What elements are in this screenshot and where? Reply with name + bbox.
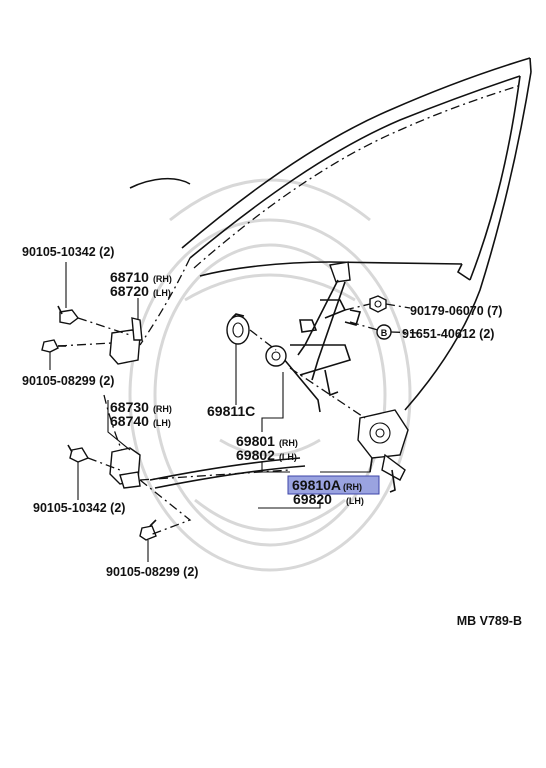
label-90179-06070: 90179-06070 (7) <box>410 304 502 318</box>
diagram-code: MB V789-B <box>457 614 522 628</box>
watermark-emblem <box>128 178 412 572</box>
label-69802: 69802(LH) <box>236 447 297 463</box>
window-regulator <box>265 261 362 413</box>
label-69801: 69801(RH) <box>236 433 298 449</box>
label-90105-08299-upper: 90105-08299 (2) <box>22 374 114 388</box>
label-68740: 68740(LH) <box>110 413 171 429</box>
label-90105-10342-upper: 90105-10342 (2) <box>22 245 114 259</box>
label-90105-08299-lower: 90105-08299 (2) <box>106 565 198 579</box>
label-69810a: 69810A(RH) <box>292 477 362 493</box>
label-90105-10342-lower: 90105-10342 (2) <box>33 501 125 515</box>
solid-leaders <box>49 262 373 562</box>
washer-91651: B <box>376 324 392 340</box>
highlight-box <box>287 475 380 495</box>
label-68710: 68710(RH) <box>110 269 172 285</box>
label-68730: 68730(RH) <box>110 399 172 415</box>
pulley-69811c <box>226 313 250 345</box>
door-frame <box>103 57 532 489</box>
label-91651-40612: 91651-40612 (2) <box>402 327 494 341</box>
label-69820: 69820(LH) <box>293 491 364 507</box>
label-69811c: 69811C <box>207 403 255 419</box>
dashed-leaders <box>57 303 421 536</box>
nut-90179 <box>369 295 387 313</box>
label-68720: 68720(LH) <box>110 283 171 299</box>
b-mark: B <box>381 328 388 338</box>
upper-hinge <box>41 305 143 365</box>
lower-hinge <box>67 444 157 541</box>
